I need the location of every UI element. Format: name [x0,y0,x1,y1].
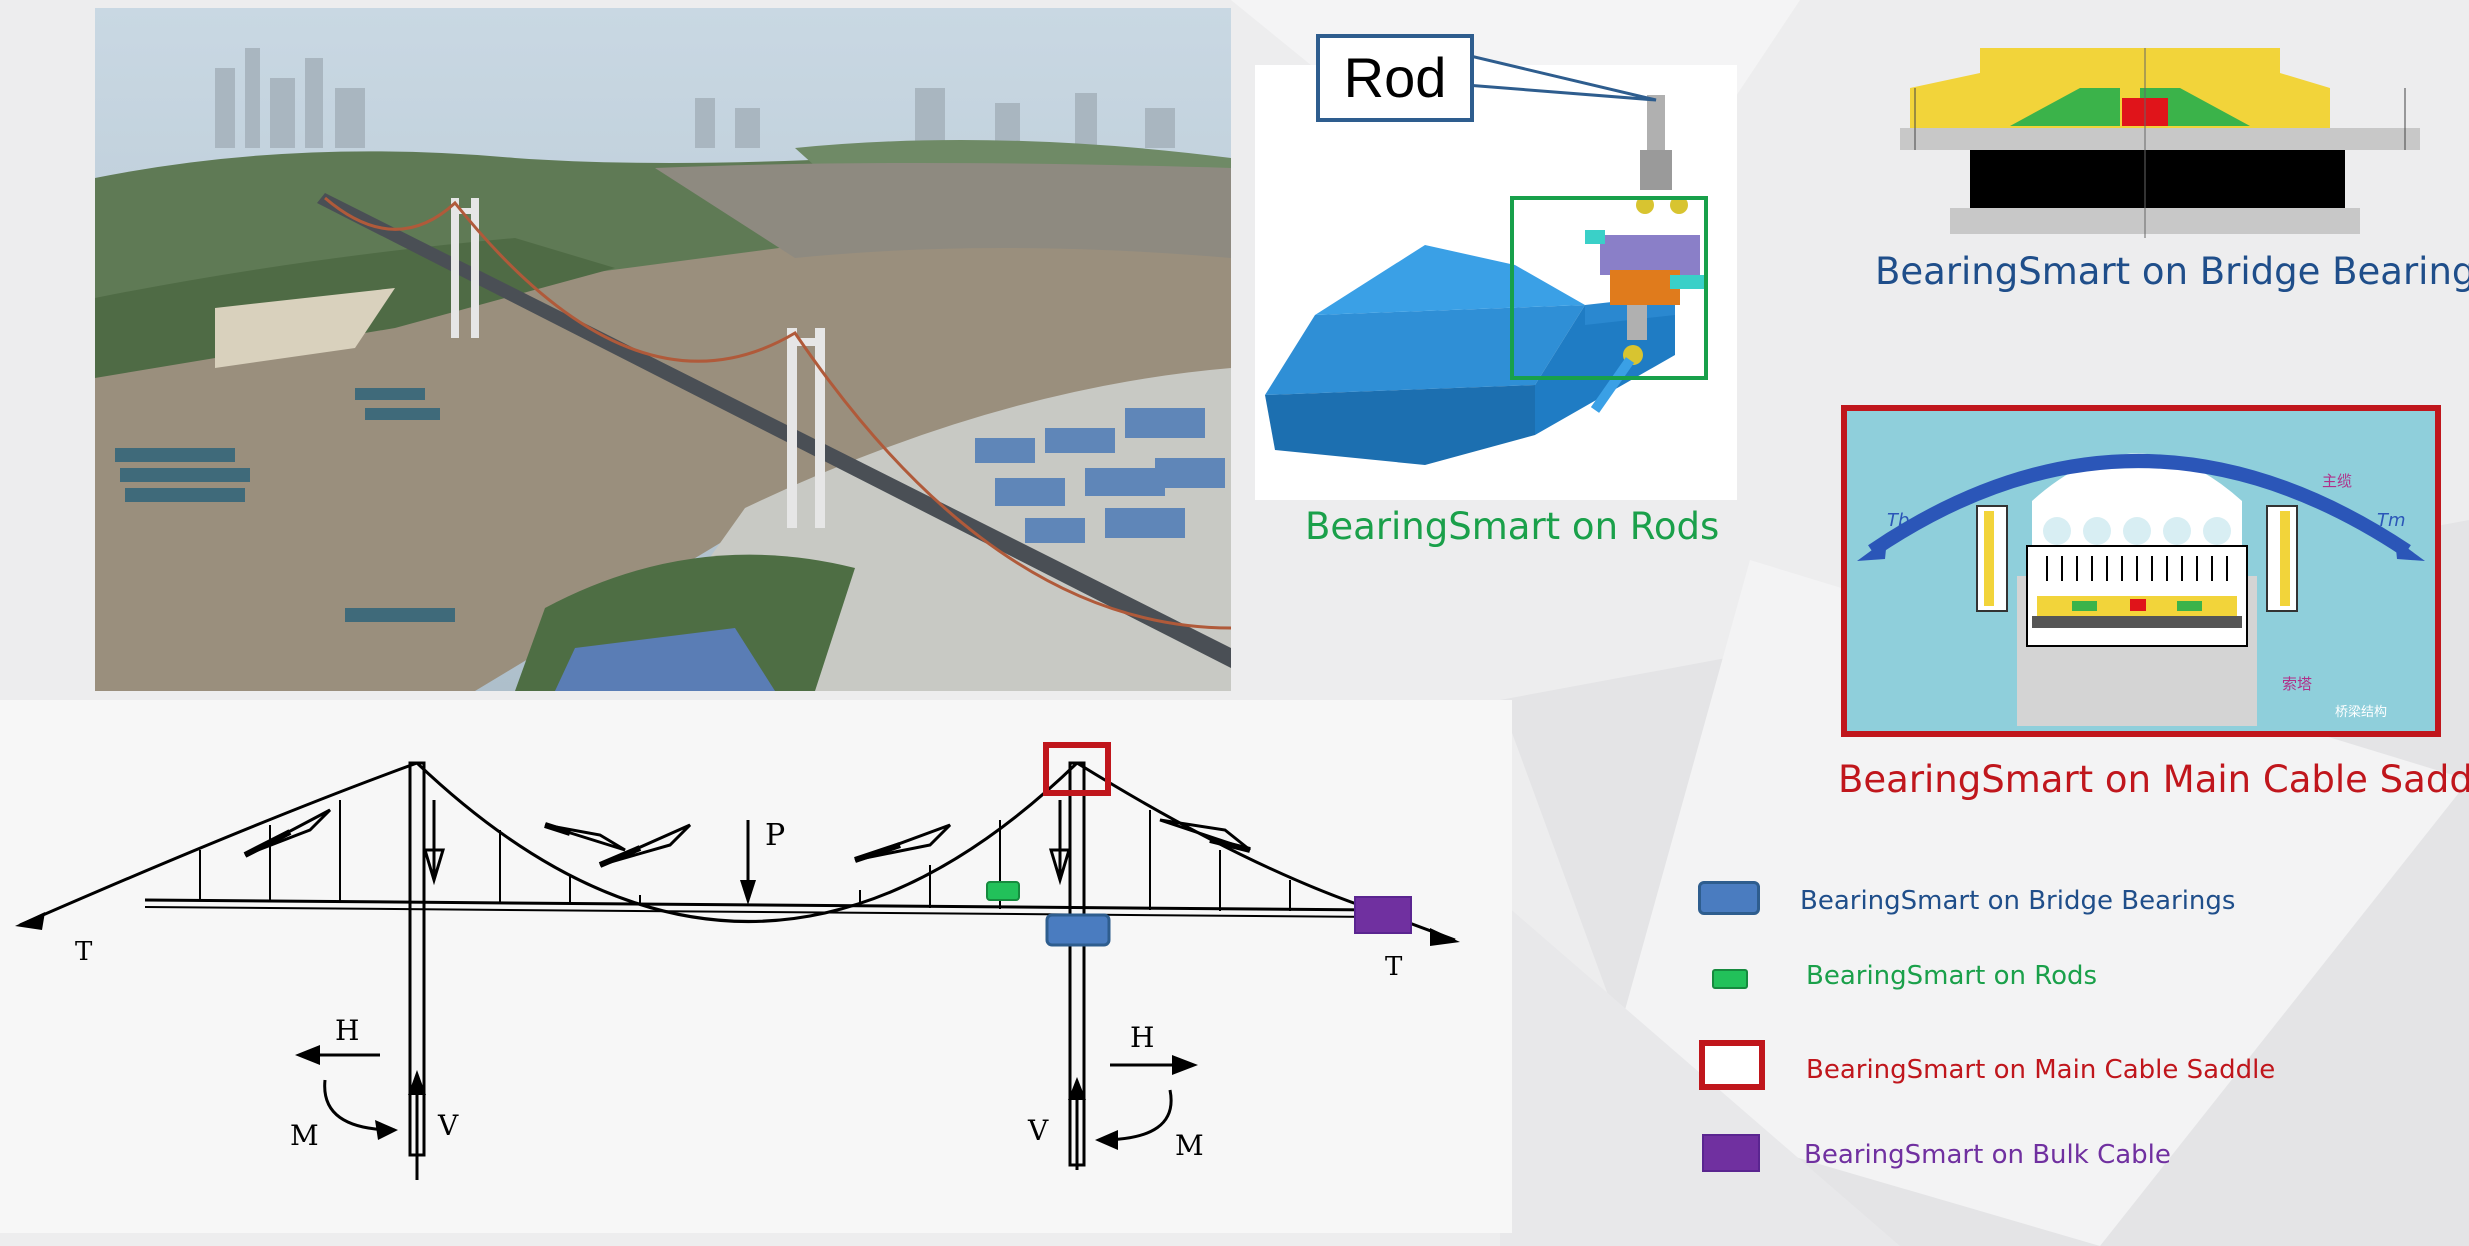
v-left-label: V [437,1109,459,1142]
main-cable-label: 主缆 [2322,472,2352,490]
legend-label-rods: BearingSmart on Rods [1806,961,2098,991]
main-cable-saddle-panel: Tb Tm 主缆 索塔 桥梁结构 [1841,405,2441,737]
watermark: 桥梁结构 [2335,705,2387,720]
rod-model-illustration [1265,95,1708,465]
tower-label: 索塔 [2282,675,2312,693]
bearing-sensor-marker [1045,913,1111,947]
rod-callout-pointer [1466,53,1657,102]
legend-label-bulk-cable: BearingSmart on Bulk Cable [1804,1140,2171,1170]
legend-swatch-rods [1712,969,1748,989]
h-left-label: H [335,1014,359,1047]
legend-label-bridge-bearings: BearingSmart on Bridge Bearings [1800,886,2236,916]
t-left-label: T [75,937,93,967]
force-diagram: P T T H V M H V M [15,742,1460,1180]
tb-label: Tb [1887,510,1909,531]
rod-sensor-marker [986,881,1020,901]
bridge-bearing-illustration [1900,48,2420,238]
m-left-label: M [290,1119,319,1152]
legend-swatch-bridge-bearings [1698,881,1760,915]
bulk-cable-sensor-marker [1354,896,1412,934]
rods-caption: BearingSmart on Rods [1305,505,1720,548]
tm-label: Tm [2377,510,2406,531]
saddle-illustration: Tb Tm 主缆 索塔 桥梁结构 [1847,411,2435,731]
saddle-sensor-marker [1043,742,1111,796]
t-right-label: T [1385,952,1403,982]
v-right-label: V [1027,1114,1049,1147]
bridge-aerial-photo [95,8,1231,691]
legend-label-main-cable-saddle: BearingSmart on Main Cable Saddle [1806,1055,2276,1085]
h-right-label: H [1130,1021,1154,1054]
rod-callout: Rod [1316,34,1474,122]
bearings-caption: BearingSmart on Bridge Bearings [1875,250,2469,293]
m-right-label: M [1175,1129,1204,1162]
saddle-caption: BearingSmart on Main Cable Saddle [1838,758,2469,801]
legend-swatch-main-cable-saddle [1699,1040,1765,1090]
rods-panel [1255,65,1737,500]
suspension-bridge-diagram: P T T H V M H V M [0,700,1512,1233]
legend-swatch-bulk-cable [1702,1134,1760,1172]
p-label: P [765,818,785,853]
